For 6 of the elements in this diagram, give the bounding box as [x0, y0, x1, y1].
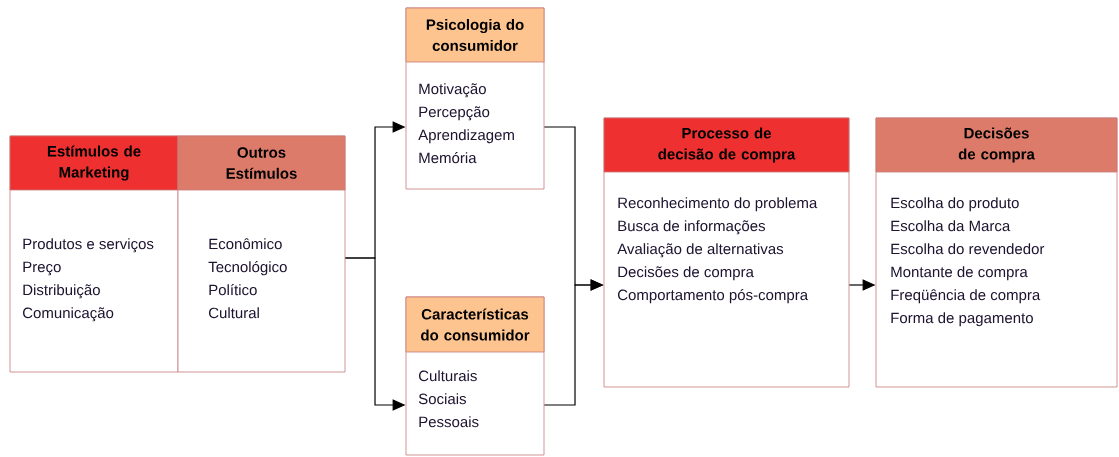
process-box: Outros Estímulos Econômico Tecnológico Político Cultural: [177, 135, 346, 373]
process-box: Processo de decisão de compra Reconhecimento do problema Busca de informações Avaliação de alternativas Decisões de compra Comportamento pós-compra: [603, 117, 850, 388]
process-box: Estímulos de Marketing Produtos e serviços Preço Distribuição Comunicação: [9, 135, 179, 373]
process-box: Psicologia do consumidor Motivação Percepção Aprendizagem Memória: [405, 7, 545, 190]
process-box: Decisões de compra Escolha do produto Escolha da Marca Escolha do revendedor Montante de compra Freqüência de compra Forma de pagamento: [875, 117, 1118, 388]
process-box: Características do consumidor Culturais Sociais Pessoais: [405, 296, 545, 456]
